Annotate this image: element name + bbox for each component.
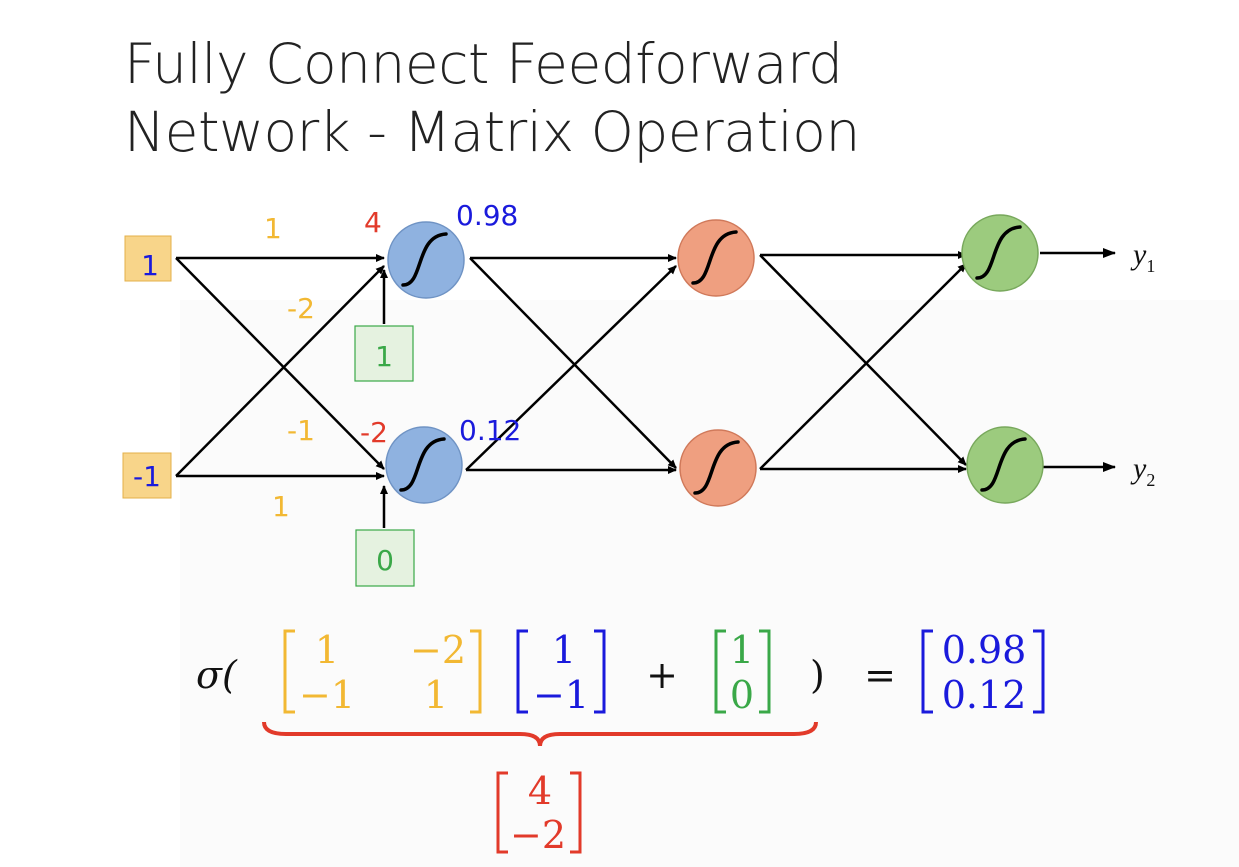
vector-x-left-bracket — [516, 629, 528, 714]
vector-z-cell: 4 — [528, 769, 552, 813]
preactivation-label-2: -2 — [360, 416, 388, 449]
sigmoid-icon — [691, 230, 738, 285]
sigmoid-icon — [399, 437, 446, 492]
vector-result-right-bracket — [1033, 629, 1045, 714]
weight-label-w12: -2 — [287, 292, 315, 325]
edge-g1-k2 — [759, 254, 967, 466]
weight-label-w22: 1 — [272, 490, 290, 523]
vector-x-cell: 1 — [552, 628, 576, 672]
matrix-w-left-bracket — [283, 629, 295, 714]
output-label-1: y1 — [1130, 238, 1155, 276]
vector-z-left-bracket — [496, 771, 508, 854]
sigmoid-icon — [980, 437, 1027, 492]
sigmoid-icon — [401, 232, 448, 287]
title-line-2: Network - Matrix Operation — [124, 100, 860, 164]
neuron-l3-1 — [961, 214, 1039, 292]
vector-b-left-bracket — [714, 629, 726, 714]
matrix-w-cell: −1 — [299, 673, 355, 717]
bias-box-1 — [354, 325, 414, 382]
output-label-2: y2 — [1130, 452, 1155, 490]
neuron-l1-2 — [385, 426, 463, 504]
input-box-2 — [122, 452, 172, 499]
neuron-l2-2 — [679, 429, 757, 507]
vector-z-right-bracket — [570, 771, 582, 854]
vector-result-cell: 0.12 — [942, 673, 1027, 717]
vector-b-cell: 0 — [730, 673, 754, 717]
edge-g2-k1 — [759, 263, 967, 470]
plus-sign: + — [646, 653, 678, 697]
edge-x2-h1 — [175, 265, 385, 477]
vector-b-right-bracket — [759, 629, 771, 714]
vector-result-cell: 0.98 — [942, 628, 1027, 672]
edge-h2-g1 — [465, 265, 677, 471]
matrix-w-cell: −2 — [410, 628, 466, 672]
edge-h1-g2 — [469, 257, 677, 469]
sigmoid-icon — [975, 225, 1022, 280]
input-value-2: -1 — [133, 460, 161, 493]
sigma-symbol: σ( — [196, 653, 238, 697]
neuron-l3-2 — [966, 426, 1044, 504]
neuron-l2-1 — [677, 219, 755, 297]
preactivation-label-1: 4 — [364, 206, 382, 239]
neuron-l1-1 — [387, 221, 465, 299]
activation-label-2: 0.12 — [459, 414, 521, 447]
weight-label-w21: -1 — [287, 414, 315, 447]
vector-x-cell: −1 — [533, 673, 589, 717]
activation-label-1: 0.98 — [456, 199, 518, 232]
bias-value-1: 1 — [375, 340, 393, 373]
close-paren: ) — [810, 653, 825, 697]
input-value-1: 1 — [141, 249, 159, 282]
bias-box-2 — [355, 529, 415, 587]
equals-sign: = — [864, 653, 896, 697]
vector-b-cell: 1 — [730, 628, 754, 672]
matrix-w-cell: 1 — [424, 673, 448, 717]
underbrace — [262, 721, 818, 747]
input-box-1 — [124, 235, 172, 282]
edge-x1-h2 — [175, 257, 385, 470]
bias-value-2: 0 — [376, 544, 394, 577]
weight-label-w11: 1 — [264, 212, 282, 245]
vector-z-cell: −2 — [510, 813, 566, 857]
vector-result-left-bracket — [921, 629, 933, 714]
matrix-w-right-bracket — [470, 629, 482, 714]
matrix-w-cell: 1 — [315, 628, 339, 672]
vector-x-right-bracket — [594, 629, 606, 714]
title-line-1: Fully Connect Feedforward — [124, 32, 843, 96]
sigmoid-icon — [693, 440, 740, 495]
slide-title: Fully Connect Feedforward Network - Matr… — [124, 30, 860, 166]
